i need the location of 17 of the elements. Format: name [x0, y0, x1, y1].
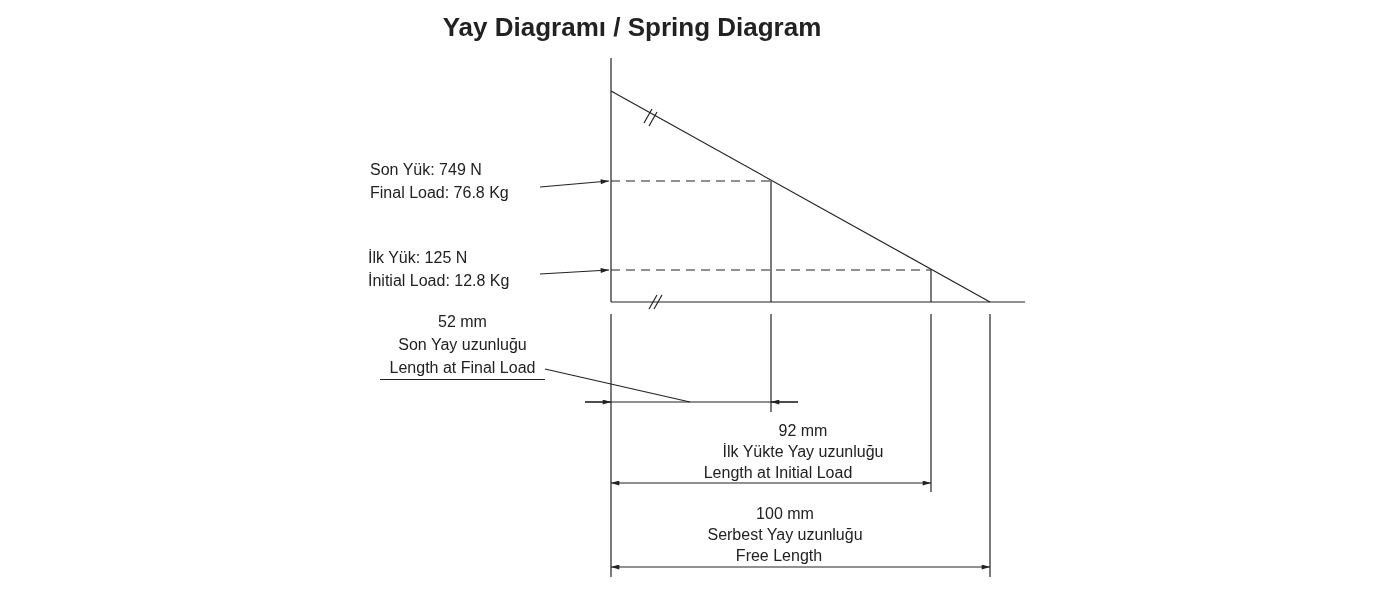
load-text: İlk Yük: 125 N: [368, 248, 469, 268]
load-text: Son Yük: 749 N: [370, 160, 483, 180]
leader-line: [539, 268, 610, 275]
dimension-text: İlk Yükte Yay uzunluğu: [722, 442, 884, 462]
load-text: Final Load: 76.8 Kg: [370, 183, 510, 203]
dimension-text: 100 mm: [756, 504, 814, 524]
dimension-text: Son Yay uzunluğu: [397, 335, 528, 355]
leader-line: [539, 179, 610, 188]
leader-line: [544, 368, 691, 403]
dimension-text: 92 mm: [778, 421, 828, 441]
dimension-text: 52 mm: [437, 312, 488, 332]
dimension-text: Length at Final Load: [380, 356, 545, 380]
dimension-text: Length at Initial Load: [703, 463, 853, 483]
diagram-title: Yay Diagramı / Spring Diagram: [441, 12, 823, 43]
dimension-text: Free Length: [735, 546, 823, 566]
load-text: İnitial Load: 12.8 Kg: [368, 271, 511, 291]
dimension-text: Serbest Yay uzunluğu: [707, 525, 863, 545]
